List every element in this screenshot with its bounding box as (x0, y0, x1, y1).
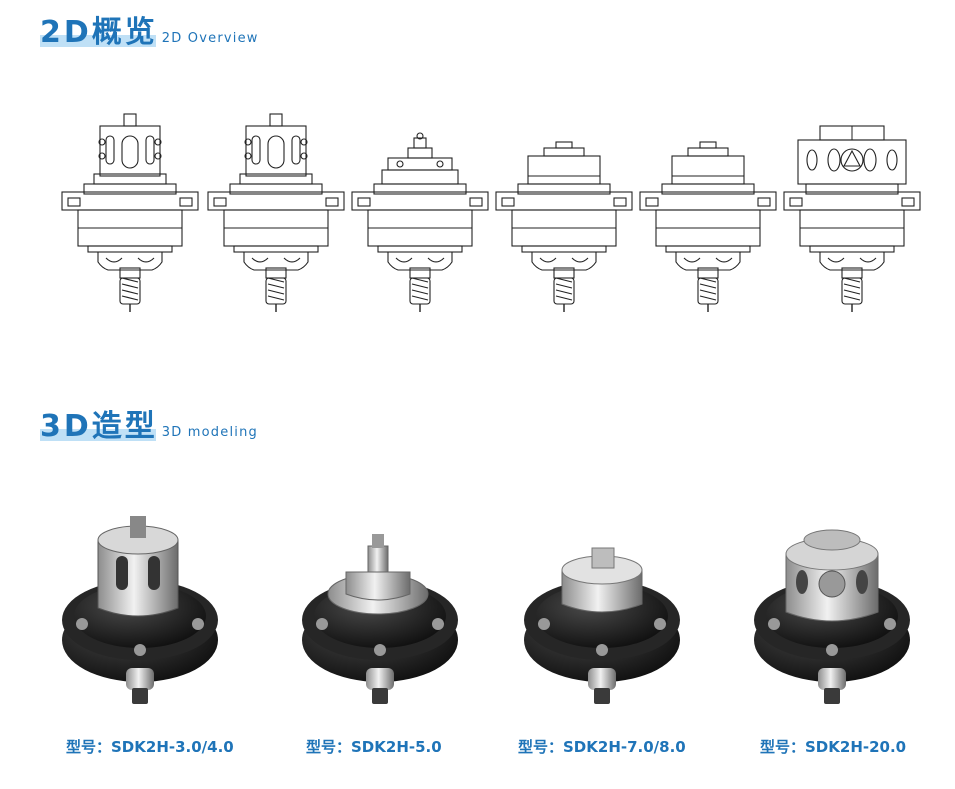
model-caption: 型号：SDK2H-7.0/8.0 (518, 738, 686, 756)
model-caption: 型号：SDK2H-5.0 (306, 738, 442, 756)
drawing-sdk2h-3-4-alt (207, 113, 345, 312)
model-render-sdk2h-7-8 (524, 547, 680, 704)
section-title-sub: 2D Overview (161, 31, 259, 46)
model-render-sdk2h-5 (302, 534, 458, 704)
model-caption: 型号：SDK2H-3.0/4.0 (66, 738, 234, 756)
drawing-sdk2h-7-8-alt (639, 141, 777, 312)
section-title-2d-overview: 2D概览 2D Overview (40, 16, 259, 50)
drawings-row (58, 108, 921, 320)
drawing-sdk2h-7-8 (495, 141, 633, 312)
drawing-sdk2h-3-4 (61, 113, 199, 312)
model-render-sdk2h-3-4 (62, 516, 218, 704)
models-row (40, 500, 940, 750)
section-title-3d-modeling: 3D造型 3D modeling (40, 410, 258, 444)
drawing-sdk2h-20 (783, 125, 921, 312)
section-title-main: 2D概览 (40, 15, 158, 50)
drawing-sdk2h-5 (351, 132, 489, 312)
model-caption: 型号：SDK2H-20.0 (760, 738, 907, 756)
section-title-sub: 3D modeling (161, 425, 258, 440)
model-render-sdk2h-20 (754, 529, 910, 704)
section-title-main: 3D造型 (40, 409, 158, 444)
